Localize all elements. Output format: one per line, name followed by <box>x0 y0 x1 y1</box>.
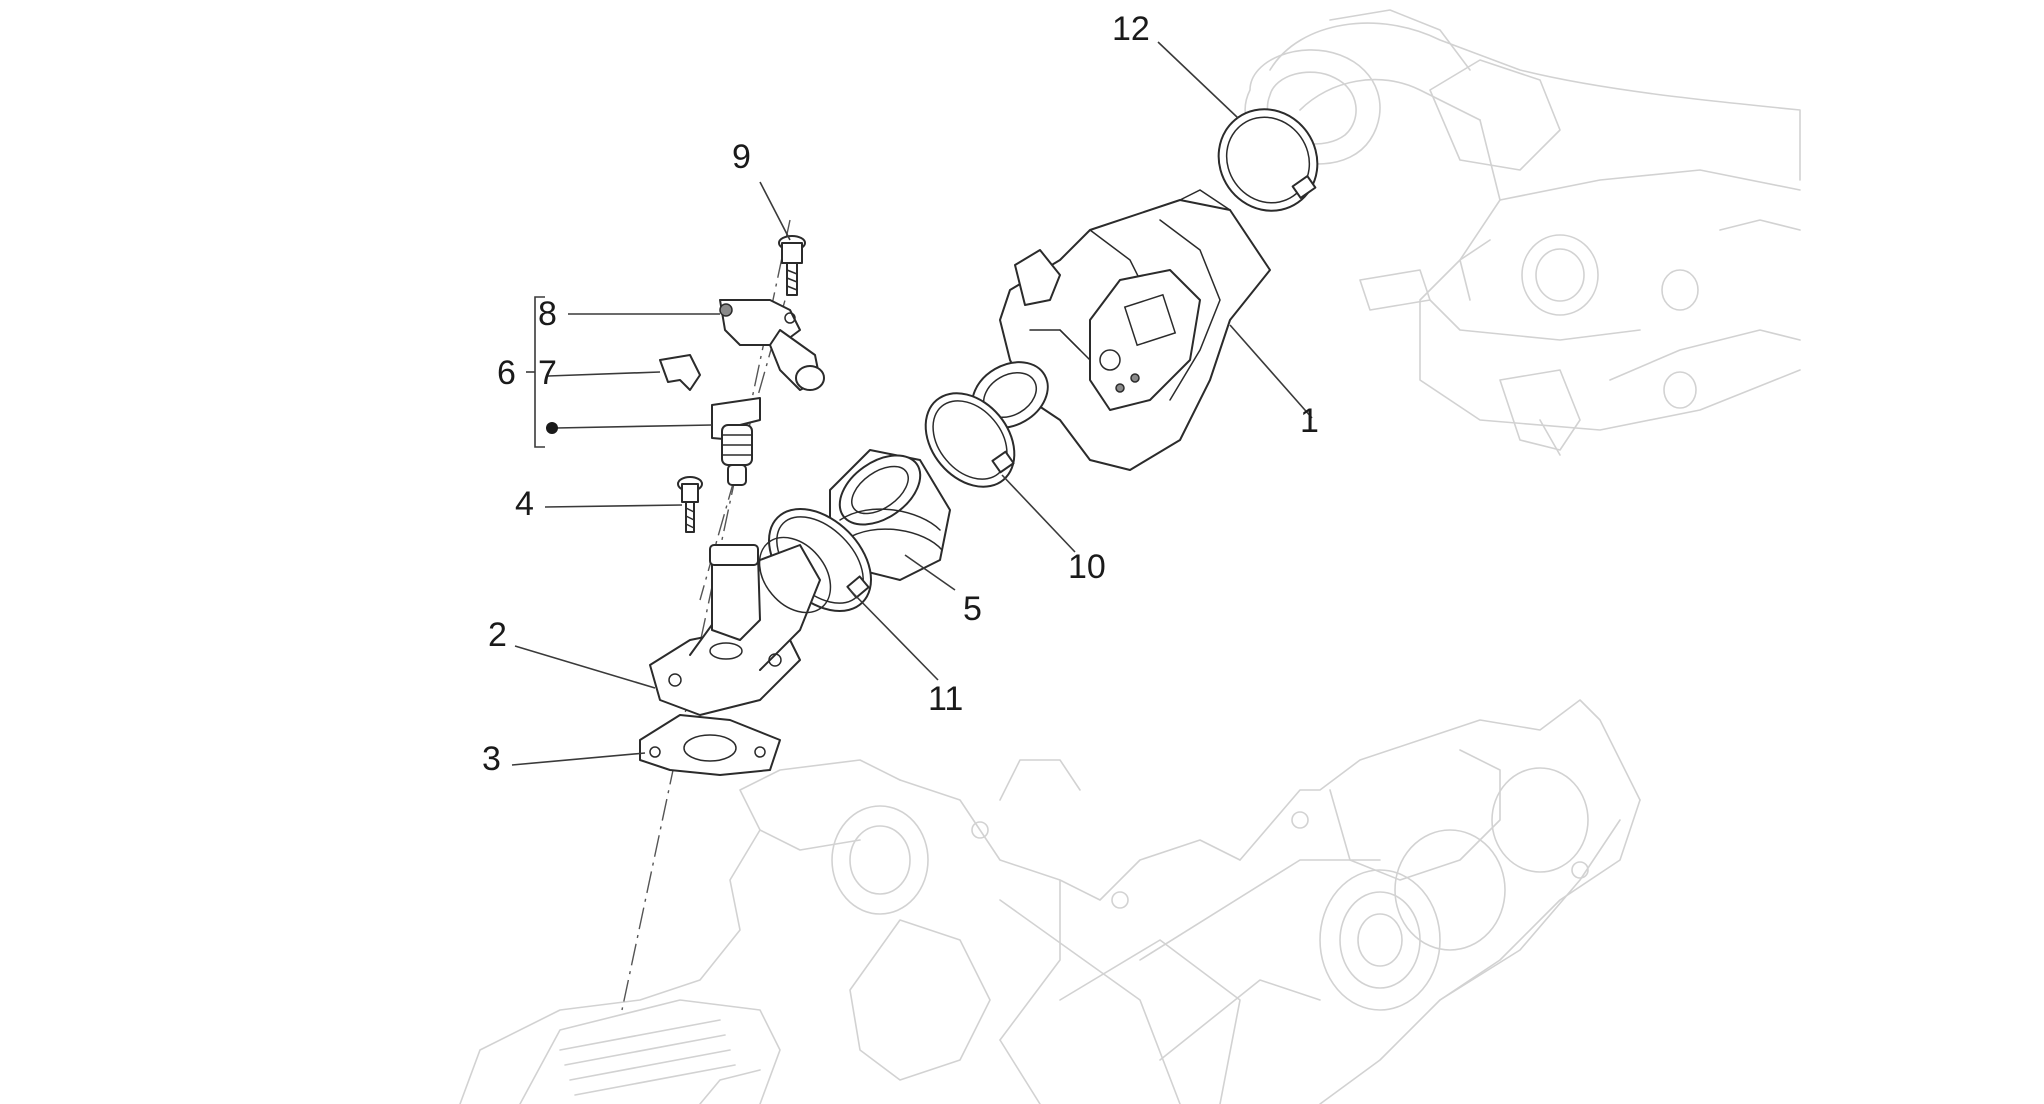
part-7-injector-clip[interactable] <box>659 354 701 391</box>
callout-10: 10 <box>1068 548 1106 586</box>
part-3-gasket[interactable] <box>639 714 781 776</box>
callout-6: 6 <box>497 354 516 392</box>
part-8-injector-holder[interactable] <box>719 299 825 391</box>
callout-8: 8 <box>538 295 557 333</box>
part-4-screw[interactable] <box>677 476 703 533</box>
callout-5: 5 <box>963 590 982 628</box>
callout-12: 12 <box>1112 10 1150 48</box>
callout-3: 3 <box>482 740 501 778</box>
leader-lines <box>511 41 1313 766</box>
callout-9: 9 <box>732 138 751 176</box>
callout-labels: 1 2 3 4 5 6 7 8 9 10 11 12 <box>482 10 1319 778</box>
callout-2: 2 <box>488 616 507 654</box>
part-10-clamp[interactable] <box>907 376 1032 505</box>
bullet-marker <box>546 422 558 434</box>
callout-7: 7 <box>538 354 557 392</box>
part-1-throttle-body[interactable] <box>960 189 1271 471</box>
callout-4: 4 <box>515 485 534 523</box>
group-bracket-6 <box>526 296 545 448</box>
callout-11: 11 <box>928 680 963 718</box>
airbox-ghost <box>1244 9 1801 456</box>
engine-ghost <box>459 699 1641 1104</box>
part-9-screw[interactable] <box>778 235 806 296</box>
part-2-intake-manifold[interactable] <box>649 524 845 716</box>
fuel-injector[interactable] <box>711 397 761 486</box>
callout-1: 1 <box>1300 402 1319 440</box>
